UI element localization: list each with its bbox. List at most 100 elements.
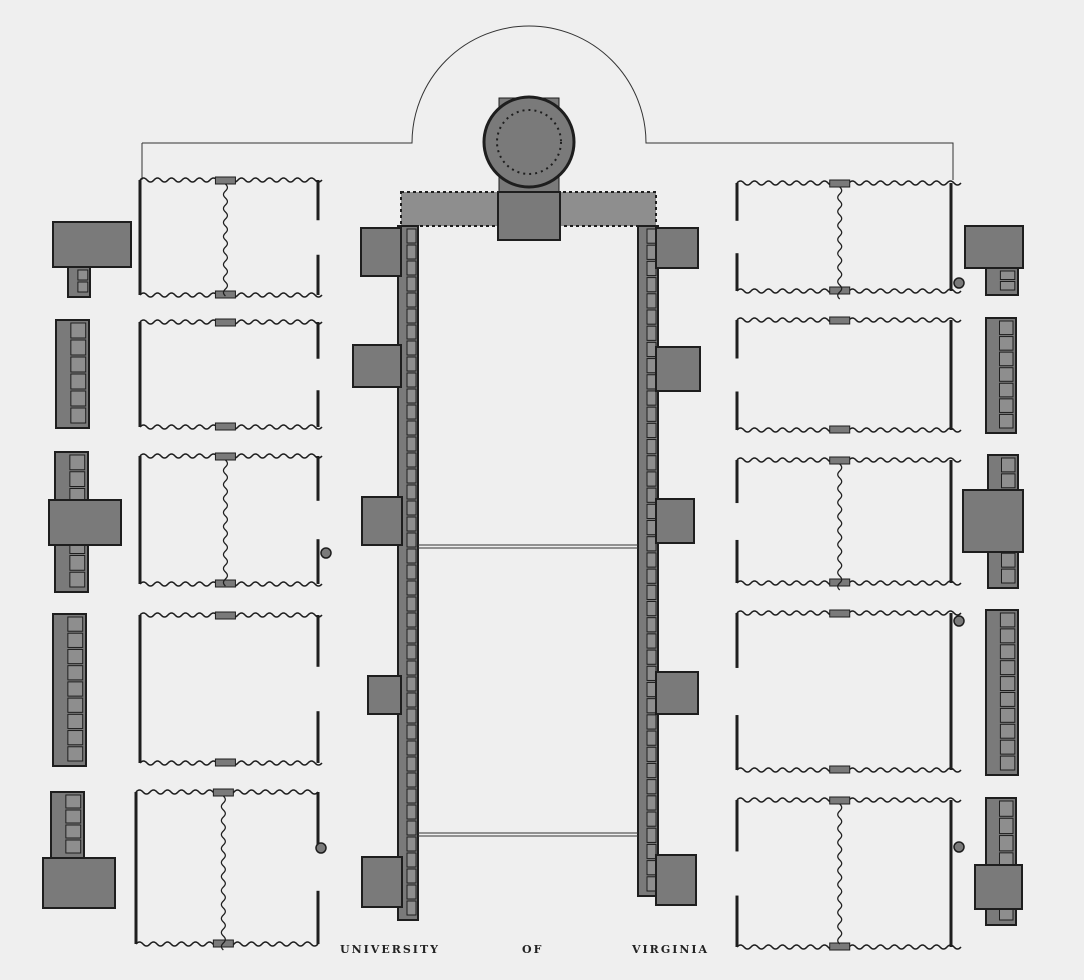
outer-range-room [69,471,86,487]
outer-range-room [999,707,1016,723]
outer-range-room [999,612,1016,628]
right-range-wing-room [646,455,657,471]
right-range-wing-room [646,293,657,309]
well [953,615,965,627]
left-range-wing-room [406,836,417,852]
right-garden-privy [829,286,851,295]
right-range-wing-room [646,617,657,633]
right-range-wing-room [646,876,657,892]
rotunda-portico [497,191,561,241]
outer-range-room [70,322,87,339]
hotel [48,499,122,546]
outer-range-room [999,835,1014,852]
right-range-wing-room [646,779,657,795]
left-garden-privy [214,611,236,620]
right-range-wing-room [646,374,657,390]
left-range-wing-room [406,756,417,772]
right-range-wing-room [646,277,657,293]
right-range-wing-room [646,811,657,827]
left-range-wing-room [406,660,417,676]
right-garden-privy [829,456,851,465]
outer-range-room [65,809,82,824]
left-range-wing-room [406,740,417,756]
outer-range-room [999,644,1016,660]
left-range-wing-room [406,276,417,292]
outer-range-room [67,665,84,681]
well [320,547,332,559]
outer-range-room [999,755,1016,771]
left-range-wing-room [406,644,417,660]
right-garden-privy [829,796,851,805]
left-range-wing-room [406,852,417,868]
enclosure-line [142,25,954,180]
outer-range-room [1001,568,1016,584]
outer-range-room [999,800,1014,817]
well [315,842,327,854]
left-range-wing-room [406,500,417,516]
well [953,277,965,289]
left-garden-privy [214,452,236,461]
right-range-wing-room [646,309,657,325]
left-range-wing-room [406,516,417,532]
outer-range-room [999,398,1014,413]
outer-range-room [70,373,87,390]
outer-range-room [70,356,87,373]
outer-range-room [999,270,1016,280]
right-range-wing-room [646,600,657,617]
left-garden-privy [214,318,236,327]
hotel [974,864,1023,910]
right-garden-privy [829,316,851,325]
right-range-wing-room [646,487,657,503]
outer-range-room [67,730,84,746]
right-range-wing-room [646,503,657,520]
outer-range-room [65,824,82,839]
right-garden-privy [829,942,851,951]
left-range-wing-room [406,260,417,276]
left-range-wing-room [406,596,417,612]
right-range-wing-room [646,681,657,698]
well [953,841,965,853]
title-word-university: UNIVERSITY [340,943,440,956]
outer-range-room [69,454,86,471]
right-range-wing-room [646,649,657,665]
right-range-wing-room [646,228,657,244]
left-range-wing-room [406,580,417,596]
outer-range-room [999,320,1014,336]
right-range-wing-room [646,730,657,746]
outer-range-room [999,413,1014,429]
right-range-wing-room [646,633,657,649]
right-range-wing-room [646,536,657,552]
left-range-wing-room [406,532,417,548]
outer-range-room [999,281,1016,291]
right-garden-privy [829,765,851,774]
hotel [962,489,1024,553]
left-garden-privy [214,290,236,299]
left-range-wing-room [406,692,417,708]
left-range-wing-room [406,308,417,324]
left-range-wing-room [406,420,417,436]
left-range-wing-room [406,548,417,564]
left-range-wing-room [406,340,417,356]
right-range-wing-room [646,390,657,406]
pavilion [655,671,699,715]
right-range-wing-room [646,698,657,714]
outer-range-room [67,713,84,730]
outer-range-room [999,817,1014,835]
left-range-wing-room [406,388,417,404]
right-garden-divider [837,186,843,300]
left-garden-divider [222,459,229,587]
outer-range-room [67,648,84,665]
outer-range-room [67,746,84,762]
outer-range-room [70,339,87,356]
left-range-wing-room [406,356,417,372]
left-range-wing-room [406,244,417,260]
right-range-wing-room [646,341,657,358]
outer-range-room [65,839,82,854]
left-range-wing-room [406,900,417,916]
hotel [52,221,132,268]
right-garden-divider [837,463,843,591]
outer-range-room [67,616,84,632]
left-range-wing-room [406,324,417,340]
